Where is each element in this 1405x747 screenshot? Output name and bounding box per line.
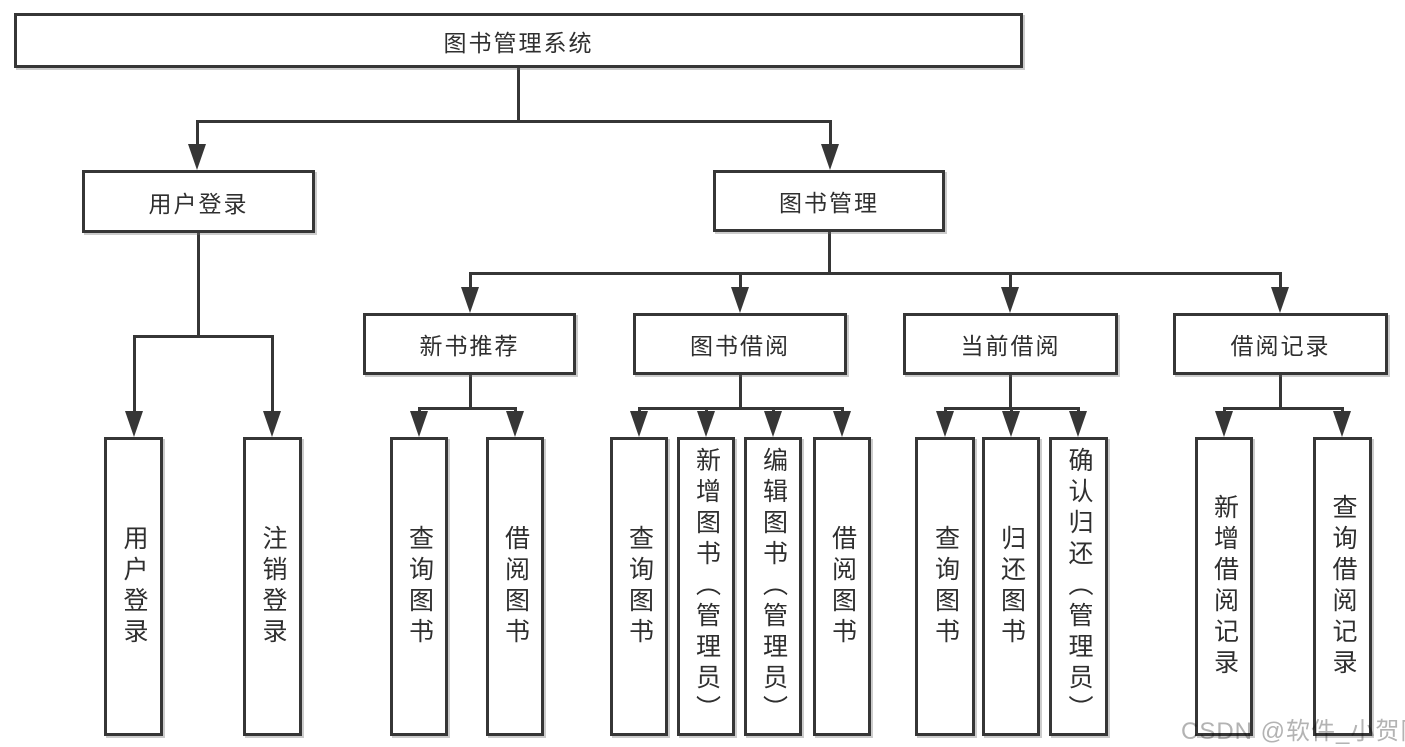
node-book-management: 图书管理 bbox=[713, 170, 945, 232]
leaf-borrow-books-new-label: 借阅图书 bbox=[501, 524, 530, 649]
leaf-add-books-admin-label: 新增图书（管理员） bbox=[692, 447, 721, 726]
arrow-g3-1 bbox=[630, 411, 648, 437]
node-current-borrowing-label: 当前借阅 bbox=[960, 333, 1061, 359]
arrow-user-login bbox=[188, 144, 206, 170]
node-user-login-label: 用户登录 bbox=[148, 190, 249, 217]
arrow-g5-1 bbox=[1215, 411, 1233, 437]
leaf-query-books-new-label: 查询图书 bbox=[405, 524, 434, 649]
leaf-return-books-label: 归还图书 bbox=[997, 524, 1026, 649]
connector-book-borrow-drop bbox=[739, 374, 742, 410]
arrow-g5-2 bbox=[1333, 411, 1351, 437]
arrow-g2-1 bbox=[410, 411, 428, 437]
node-new-book-recommend: 新书推荐 bbox=[363, 313, 576, 375]
arrow-g3-3 bbox=[764, 411, 782, 437]
leaf-query-books-borrow-label: 查询图书 bbox=[625, 524, 654, 649]
leaf-query-books-current: 查询图书 bbox=[915, 437, 975, 736]
leaf-confirm-return-admin-label: 确认归还（管理员） bbox=[1065, 447, 1093, 726]
node-borrow-records-label: 借阅记录 bbox=[1230, 333, 1331, 359]
arrow-g4-3 bbox=[1069, 411, 1087, 437]
arrow-l3-1 bbox=[461, 287, 479, 313]
connector-user-login-drop bbox=[197, 232, 200, 338]
leaf-edit-books-admin-label: 编辑图书（管理员） bbox=[759, 447, 788, 726]
arrow-g3-4 bbox=[833, 411, 851, 437]
leaf-logout: 注销登录 bbox=[243, 437, 302, 736]
arrow-g4-1 bbox=[936, 411, 954, 437]
connector-l3-stem-2 bbox=[739, 272, 742, 291]
node-user-login: 用户登录 bbox=[82, 170, 315, 233]
leaf-add-borrow-record-label: 新增借阅记录 bbox=[1210, 493, 1239, 680]
leaf-user-login: 用户登录 bbox=[104, 437, 163, 736]
leaf-add-books-admin: 新增图书（管理员） bbox=[677, 437, 735, 736]
connector-g3-branch bbox=[638, 407, 844, 410]
arrow-g3-2 bbox=[697, 411, 715, 437]
leaf-borrow-books: 借阅图书 bbox=[813, 437, 871, 736]
connector-g2-branch bbox=[418, 407, 517, 410]
node-book-borrowing-label: 图书借阅 bbox=[690, 333, 790, 359]
connector-l3-stem-4 bbox=[1279, 272, 1282, 291]
arrow-g1-1 bbox=[125, 411, 143, 437]
connector-l3-branch bbox=[469, 272, 1282, 275]
arrow-g2-2 bbox=[506, 411, 524, 437]
node-book-management-label: 图书管理 bbox=[779, 190, 879, 216]
leaf-add-borrow-record: 新增借阅记录 bbox=[1195, 437, 1253, 736]
csdn-watermark: CSDN @软件_小贺同学 bbox=[1181, 718, 1405, 745]
connector-g5-branch bbox=[1223, 407, 1344, 410]
leaf-logout-label: 注销登录 bbox=[259, 524, 287, 649]
leaf-confirm-return-admin: 确认归还（管理员） bbox=[1049, 437, 1108, 736]
connector-l1-branch bbox=[196, 120, 832, 123]
arrow-l3-3 bbox=[1001, 287, 1019, 313]
connector-g1-stem-1 bbox=[133, 335, 136, 415]
arrow-l3-4 bbox=[1271, 287, 1289, 313]
leaf-user-login-label: 用户登录 bbox=[120, 524, 148, 649]
leaf-borrow-books-new: 借阅图书 bbox=[486, 437, 544, 736]
node-new-book-recommend-label: 新书推荐 bbox=[419, 333, 520, 359]
node-book-borrowing: 图书借阅 bbox=[633, 313, 847, 375]
connector-current-borrow-drop bbox=[1009, 374, 1012, 410]
node-root: 图书管理系统 bbox=[14, 13, 1023, 68]
connector-g1-branch bbox=[133, 335, 274, 338]
leaf-return-books: 归还图书 bbox=[982, 437, 1040, 736]
node-borrow-records: 借阅记录 bbox=[1173, 313, 1388, 375]
connector-book-mgmt-drop bbox=[828, 231, 831, 275]
connector-l3-stem-1 bbox=[469, 272, 472, 291]
connector-l3-stem-3 bbox=[1009, 272, 1012, 291]
connector-new-book-drop bbox=[469, 374, 472, 410]
connector-stem-user-login bbox=[196, 120, 199, 150]
leaf-query-books-new: 查询图书 bbox=[390, 437, 448, 736]
arrow-l3-2 bbox=[731, 287, 749, 313]
connector-root-drop bbox=[517, 68, 520, 121]
connector-stem-book-mgmt bbox=[829, 120, 832, 150]
arrow-g1-2 bbox=[263, 411, 281, 437]
arrow-g4-2 bbox=[1002, 411, 1020, 437]
leaf-borrow-books-label: 借阅图书 bbox=[828, 524, 857, 649]
leaf-query-books-borrow: 查询图书 bbox=[610, 437, 668, 736]
connector-borrow-records-drop bbox=[1279, 374, 1282, 410]
leaf-query-books-current-label: 查询图书 bbox=[931, 524, 960, 649]
arrow-book-mgmt bbox=[821, 144, 839, 170]
leaf-query-borrow-record-label: 查询借阅记录 bbox=[1329, 493, 1357, 680]
node-current-borrowing: 当前借阅 bbox=[903, 313, 1118, 375]
node-root-label: 图书管理系统 bbox=[443, 29, 594, 56]
connector-g1-stem-2 bbox=[271, 335, 274, 415]
leaf-edit-books-admin: 编辑图书（管理员） bbox=[744, 437, 802, 736]
leaf-query-borrow-record: 查询借阅记录 bbox=[1313, 437, 1372, 736]
